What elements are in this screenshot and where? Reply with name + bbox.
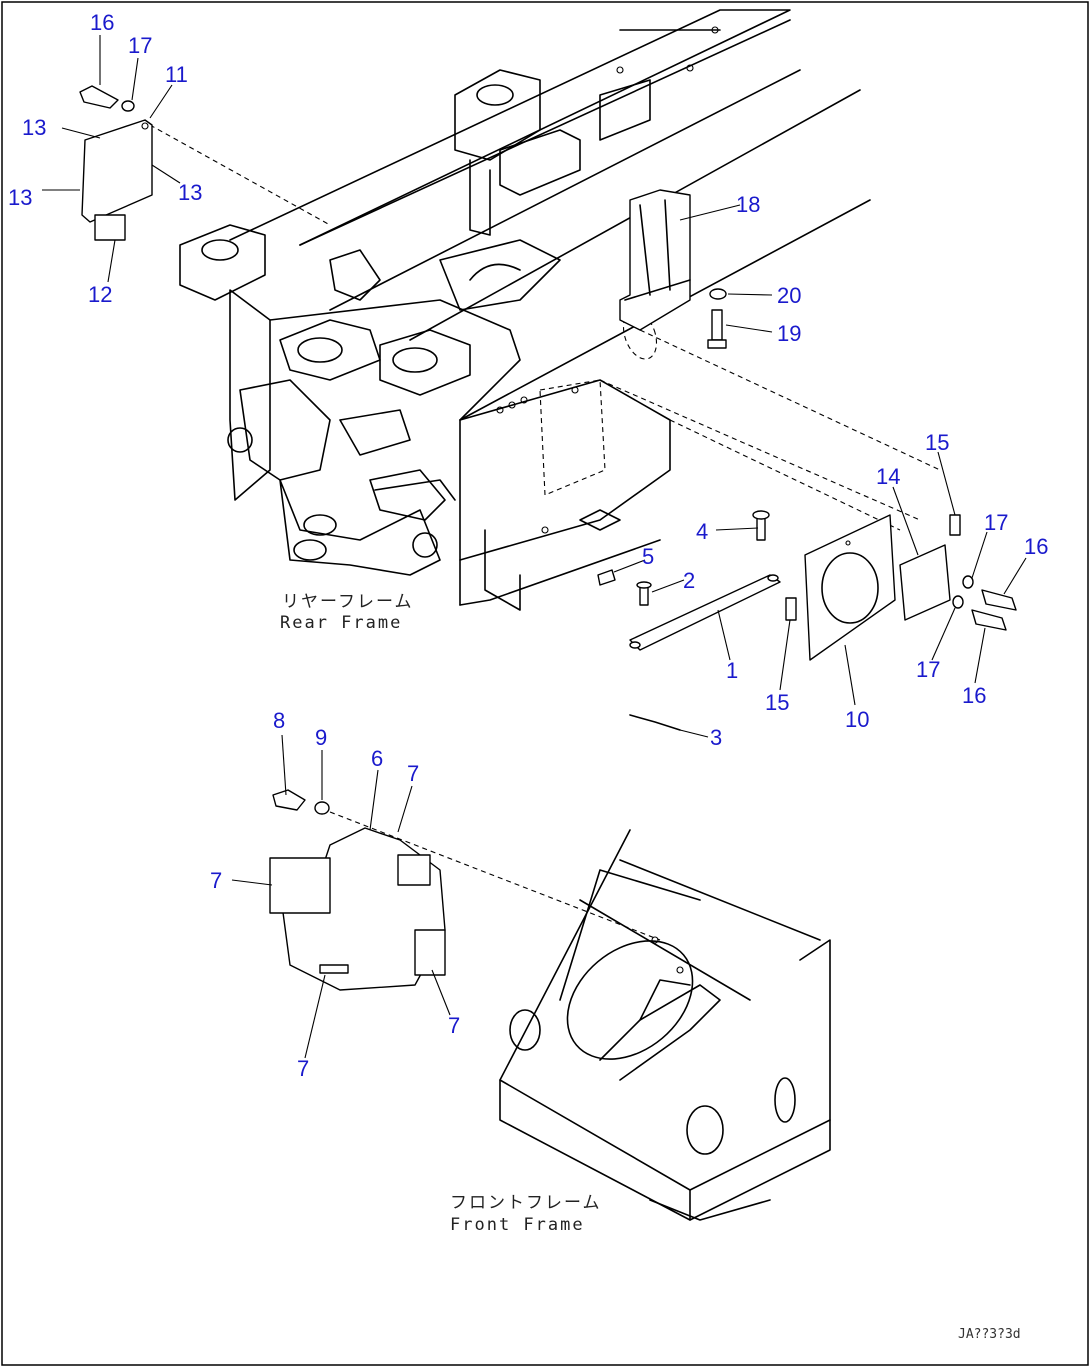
- callout-1: 1: [726, 658, 738, 683]
- callout-16-top: 16: [90, 10, 114, 35]
- callout-13-right: 13: [178, 180, 202, 205]
- plate-10: [804, 514, 896, 661]
- callout-12: 12: [88, 282, 112, 307]
- bolt-19: [707, 309, 727, 349]
- callout-19: 19: [777, 321, 801, 346]
- callout-7-bottom: 7: [297, 1056, 309, 1081]
- callout-4: 4: [696, 519, 708, 544]
- bolt-16a: [79, 85, 119, 109]
- callout-7-top: 7: [407, 761, 419, 786]
- washer-9: [314, 801, 330, 815]
- front-frame-caption-jp: フロントフレーム: [450, 1193, 602, 1213]
- bolt-8: [272, 789, 306, 811]
- washer-20: [709, 288, 727, 300]
- front-frame: [499, 829, 831, 1221]
- callout-6: 6: [371, 746, 383, 771]
- clip-5: [597, 569, 616, 586]
- callout-7-right: 7: [448, 1013, 460, 1038]
- front-frame-caption-en: Front Frame: [450, 1215, 585, 1235]
- callout-17-top: 17: [128, 33, 152, 58]
- callout-11: 11: [165, 62, 188, 87]
- callout-3: 3: [710, 725, 722, 750]
- bracket-18: [619, 189, 691, 331]
- wire-3: [629, 714, 681, 731]
- callout-13-left: 13: [8, 185, 32, 210]
- callout-16-right: 16: [1024, 534, 1048, 559]
- bar-1: [629, 574, 781, 651]
- pin-2: [636, 581, 652, 606]
- callout-17-bottom: 17: [916, 657, 940, 682]
- washers-17: [952, 575, 974, 609]
- tag-15a: [949, 514, 961, 536]
- mating-line-front: [329, 811, 661, 941]
- rear-frame: [149, 9, 941, 611]
- callout-9: 9: [315, 725, 327, 750]
- bolts-16: [971, 589, 1017, 631]
- pin-4: [752, 510, 770, 541]
- leader-lines: [42, 35, 1027, 1059]
- callout-8: 8: [273, 708, 285, 733]
- callout-13-upper: 13: [22, 115, 46, 140]
- callout-5: 5: [642, 544, 654, 569]
- drawing-code: JA??3?3d: [958, 1327, 1021, 1342]
- callouts: 16 17 11 13 13 13 12 18 20 19 15 14 17 1…: [8, 10, 1048, 1081]
- rear-frame-caption-en: Rear Frame: [280, 613, 402, 633]
- callout-14: 14: [876, 464, 900, 489]
- callout-15-bottom: 15: [765, 690, 789, 715]
- callout-18: 18: [736, 192, 760, 217]
- callout-20: 20: [777, 283, 801, 308]
- cover-plate-6: [269, 827, 446, 991]
- callout-2: 2: [683, 568, 695, 593]
- cover-plate-11: [81, 119, 153, 241]
- callout-17-right: 17: [984, 510, 1008, 535]
- callout-7-left: 7: [210, 868, 222, 893]
- rear-frame-caption-jp: リヤーフレーム: [282, 592, 413, 612]
- callout-10: 10: [845, 707, 869, 732]
- callout-16-bottom: 16: [962, 683, 986, 708]
- washer-17a: [121, 100, 135, 112]
- tag-15b: [785, 597, 797, 621]
- cover-14: [899, 544, 951, 621]
- callout-15-top: 15: [925, 430, 949, 455]
